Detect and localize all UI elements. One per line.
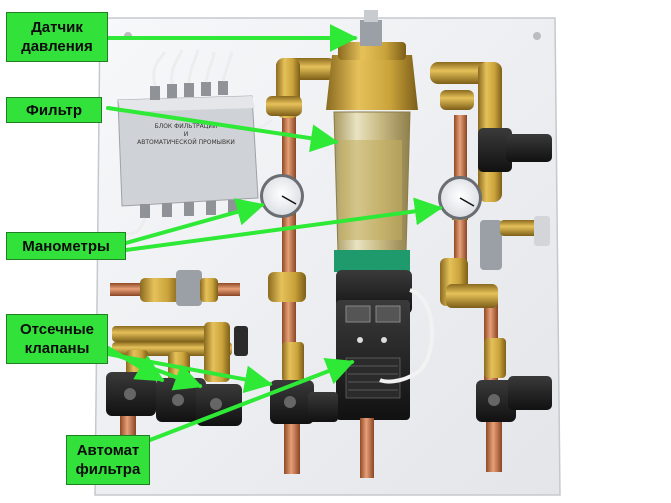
solenoid-valve-1: [106, 372, 156, 416]
control-box-text-3: АВТОМАТИЧЕСКОЙ ПРОМЫВКИ: [137, 139, 235, 146]
arrow-gauge-left: [124, 198, 265, 245]
solenoid-valve-3: [196, 384, 242, 426]
arrow-filter: [106, 106, 339, 153]
control-box-text-2: И: [184, 131, 189, 138]
callout-filter-controller: Автомат фильтра: [66, 435, 150, 485]
annotation-arrows: [106, 24, 443, 442]
pressure-sensor-body: [360, 20, 382, 46]
filter: [326, 10, 418, 420]
callout-gauges: Манометры: [6, 232, 126, 260]
solenoid-valve-5: [476, 376, 552, 422]
arrow-valve-3: [106, 352, 273, 394]
pressure-gauge-left: [260, 174, 304, 218]
control-box-text-1: БЛОК ФИЛЬТРАЦИИ: [155, 123, 218, 130]
callout-filter: Фильтр: [6, 97, 102, 123]
solenoid-valve-top-right: [478, 128, 552, 172]
arrow-filter-controller: [148, 358, 355, 442]
pressure-gauge-right: [438, 176, 482, 220]
callout-shutoff-valves: Отсечные клапаны: [6, 314, 108, 364]
arrow-gauge-right: [124, 197, 443, 252]
callout-pressure-sensor: Датчик давления: [6, 12, 108, 62]
